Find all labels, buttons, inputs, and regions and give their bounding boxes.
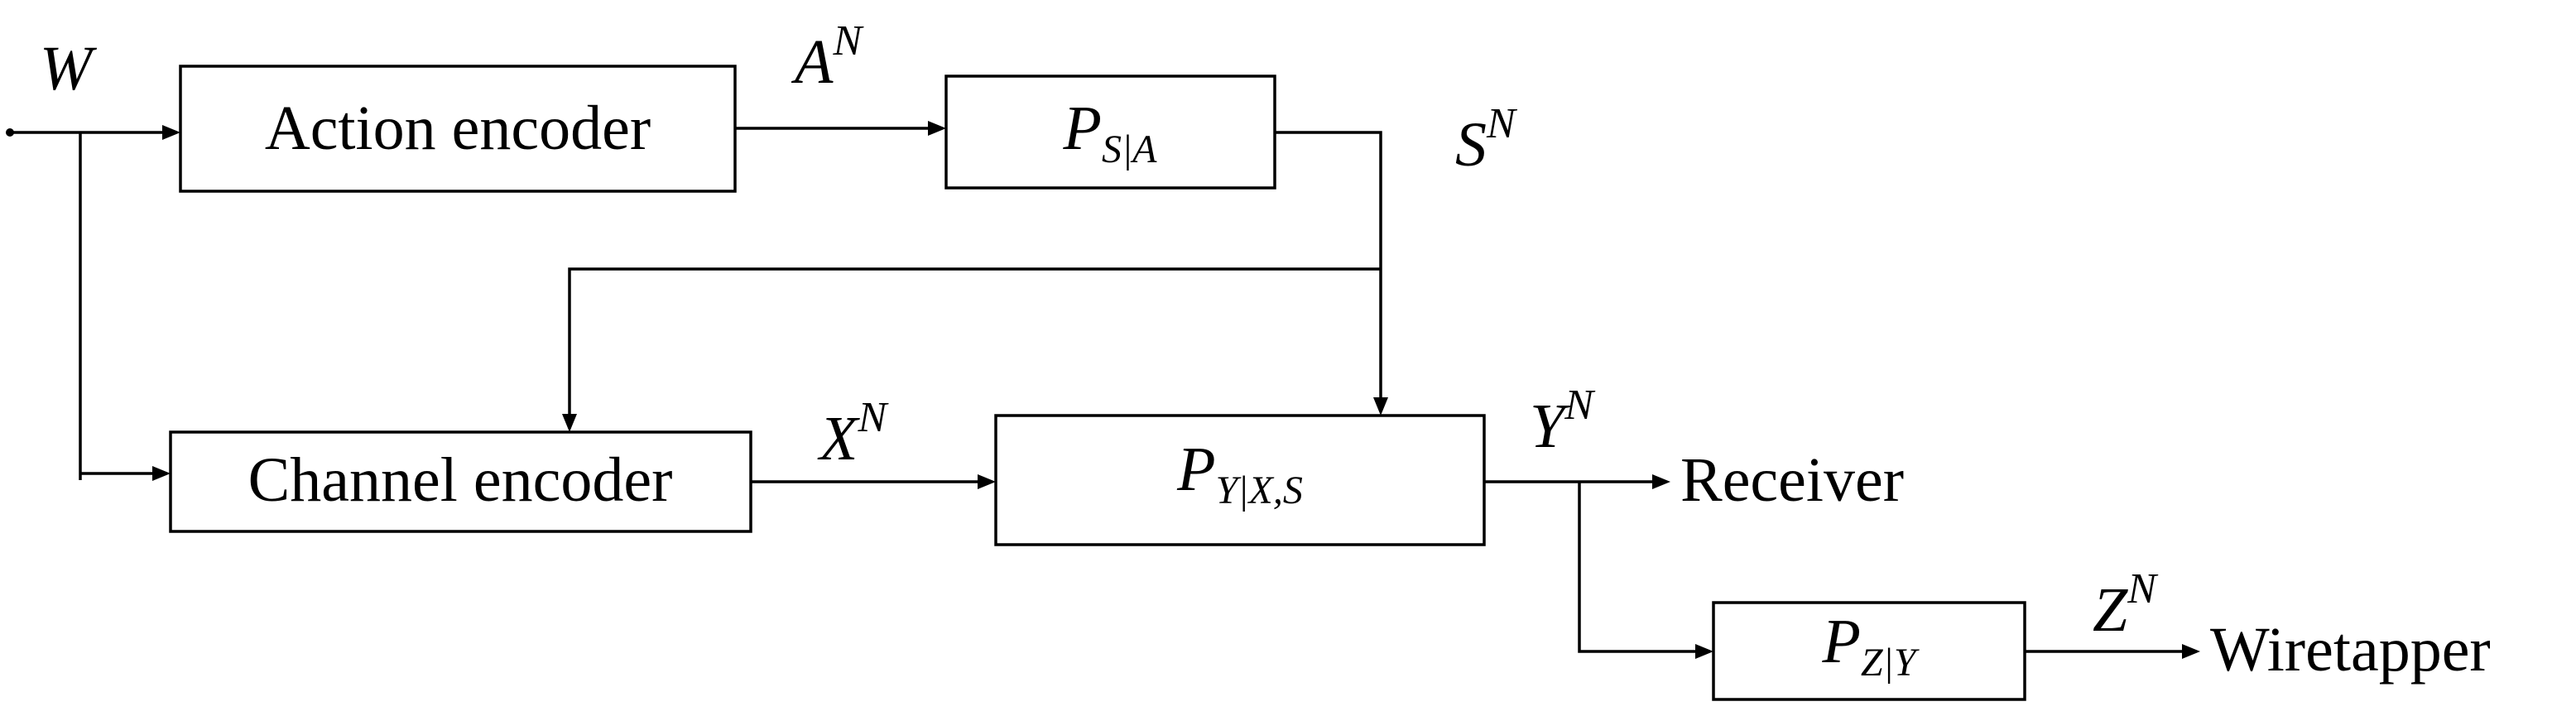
channel-input-arrowhead [978,474,996,489]
message-label: W [40,34,98,103]
state-channel-block: PS|A [944,74,1276,190]
wiretapper-signal-label: ZN [2093,565,2159,645]
action-encoder-label: Action encoder [265,94,651,163]
state-signal-label: SN [1455,100,1518,180]
w-channel-encoder-arrowhead [152,466,171,481]
state-to-main-channel-line [1275,131,1382,399]
state-feedback-line [568,267,1381,418]
main-channel-label: PY|X,S [1176,435,1303,512]
wiretap-channel-label: PZ|Y [1821,607,1919,685]
receiver-arrowhead [1652,474,1670,489]
to-wiretap-channel-line [1578,482,1699,653]
channel-encoder-block: Channel encoder [169,430,752,533]
wiretap-input-arrowhead [1695,644,1713,659]
main-channel-block: PY|X,S [994,414,1486,546]
state-encoder-arrowhead [562,414,577,432]
wiretap-channel-block: PZ|Y [1712,601,2026,701]
wiretapper-label: Wiretapper [2210,615,2491,685]
action-encoder-block: Action encoder [179,65,737,193]
action-signal-label: AN [791,17,864,97]
channel-encoder-label: Channel encoder [248,445,673,515]
channel-input-signal-label: XN [817,394,889,473]
state-main-channel-arrowhead [1373,397,1388,416]
w-arrowhead [162,125,180,140]
wiretapper-arrowhead [2182,644,2200,659]
state-channel-label: PS|A [1063,94,1158,171]
receiver-label: Receiver [1680,445,1904,515]
receiver-signal-label: YN [1530,382,1596,461]
action-arrowhead [928,121,946,136]
